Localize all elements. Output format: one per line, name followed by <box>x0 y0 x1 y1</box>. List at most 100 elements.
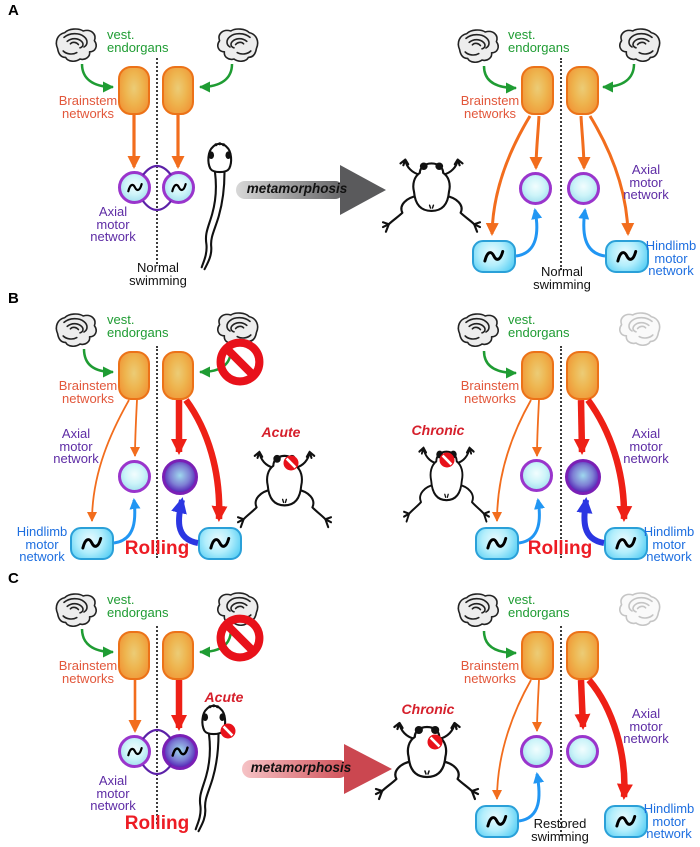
axial-motor-network-label: Axial motor network <box>53 426 99 466</box>
axial-motor-node <box>162 171 195 204</box>
label-line: Axial <box>631 162 661 177</box>
axial-motor-node-hyperactive <box>162 734 198 770</box>
hindlimb-motor-node <box>70 527 114 560</box>
midline-divider <box>156 626 158 824</box>
label-line: motor <box>25 536 59 552</box>
label-line: Axial <box>98 204 128 219</box>
label-line: motor <box>652 536 686 552</box>
brainstem-network-node <box>118 66 150 115</box>
label-line: network <box>646 826 692 841</box>
label-line: networks <box>463 670 517 686</box>
label-line: Axial <box>631 706 661 721</box>
vest-endorgans-label: vest. endorgans <box>508 27 570 55</box>
label-line: motor <box>652 813 686 829</box>
label-line: network <box>648 263 694 278</box>
label-line: network <box>646 549 692 564</box>
label-line: Brainstem <box>58 378 118 393</box>
panel-a-label: A <box>8 2 19 19</box>
label-line: networks <box>61 105 115 121</box>
axial-motor-node <box>118 171 151 204</box>
hindlimb-motor-node <box>475 527 519 560</box>
hindlimb-motor-node <box>198 527 242 560</box>
hindlimb-motor-network-label: Hindlimb motor network <box>644 525 695 564</box>
label-line: network <box>19 549 65 564</box>
label-line: motor <box>59 438 93 454</box>
midline-divider <box>156 58 158 264</box>
label-line: network <box>623 187 669 202</box>
label-line: vest. <box>508 27 536 42</box>
label-line: motor <box>654 250 688 266</box>
label-line: endorgans <box>508 604 570 620</box>
label-line: Hindlimb <box>645 238 697 253</box>
label-line: Axial <box>98 773 128 788</box>
hindlimb-motor-node <box>475 805 519 838</box>
hindlimb-motor-node <box>604 805 648 838</box>
brainstem-networks-label: Brainstem networks <box>460 658 520 686</box>
chronic-label: Chronic <box>401 701 455 717</box>
hindlimb-motor-node <box>605 240 649 273</box>
rolling-label: Rolling <box>124 538 190 559</box>
vest-endorgans-label: vest. endorgans <box>107 27 168 54</box>
hindlimb-motor-network-label: Hindlimb motor network <box>643 801 695 841</box>
metamorphosis-label: metamorphosis <box>250 760 352 775</box>
brainstem-network-node <box>521 631 554 680</box>
brainstem-network-node <box>566 631 599 680</box>
label-line: endorgans <box>107 604 169 620</box>
label-line: Axial <box>631 426 661 441</box>
label-line: Brainstem <box>58 658 118 673</box>
label-line: network <box>90 229 136 244</box>
acute-label: Acute <box>204 689 244 705</box>
label-line: network <box>53 451 99 466</box>
hindlimb-motor-node <box>604 527 648 560</box>
label-line: Axial <box>61 426 91 441</box>
label-line: network <box>90 798 136 813</box>
brainstem-network-node <box>566 351 599 400</box>
axial-motor-network-label: Axial motor network <box>90 773 136 813</box>
acute-label: Acute <box>261 424 301 440</box>
axial-motor-network-label: Axial motor network <box>623 162 669 202</box>
label-line: endorgans <box>107 324 169 340</box>
vest-endorgans-label: vest. endorgans <box>107 593 169 620</box>
label-line: Restored <box>533 816 587 831</box>
panel-c-label: C <box>8 570 19 587</box>
midline-divider <box>560 58 562 270</box>
vest-endorgans-label: vest. endorgans <box>508 312 569 339</box>
midline-divider <box>560 626 562 836</box>
vest-endorgans-label: vest. endorgans <box>508 592 570 620</box>
chronic-label: Chronic <box>411 422 465 438</box>
label-line: Brainstem <box>460 658 520 673</box>
brainstem-network-node <box>521 66 554 115</box>
hindlimb-motor-network-label: Hindlimb motor network <box>17 525 68 564</box>
label-line: Brainstem <box>58 93 118 108</box>
brainstem-network-node <box>566 66 599 115</box>
label-line: motor <box>96 216 130 232</box>
label-line: swimming <box>531 828 589 844</box>
hindlimb-motor-network-label: Hindlimb motor network <box>645 238 697 278</box>
metamorphosis-label: metamorphosis <box>246 181 348 196</box>
axial-motor-network-label: Axial motor network <box>623 706 669 746</box>
label-line: networks <box>61 390 115 406</box>
label-line: motor <box>629 438 663 454</box>
normal-swimming-label: Normal swimming <box>533 264 591 291</box>
midline-divider <box>560 346 562 558</box>
label-line: vest. <box>107 27 135 42</box>
axial-motor-node <box>118 735 151 768</box>
normal-swimming-label: Normal swimming <box>129 261 187 287</box>
brainstem-networks-label: Brainstem networks <box>58 93 118 121</box>
label-line: vest. <box>508 592 536 607</box>
label-line: endorgans <box>508 39 570 55</box>
brainstem-network-node <box>162 351 194 400</box>
brainstem-network-node <box>521 351 554 400</box>
label-line: network <box>623 451 669 466</box>
label-line: Hindlimb <box>643 801 695 816</box>
hindlimb-motor-node <box>472 240 516 273</box>
label-line: networks <box>463 105 517 121</box>
label-line: motor <box>629 174 663 190</box>
panel-b-label: B <box>8 290 19 307</box>
label-line: Normal <box>541 264 583 279</box>
axial-motor-network-label: Axial motor network <box>90 204 136 244</box>
label-line: vest. <box>508 312 536 327</box>
axial-motor-network-label: Axial motor network <box>623 426 669 466</box>
